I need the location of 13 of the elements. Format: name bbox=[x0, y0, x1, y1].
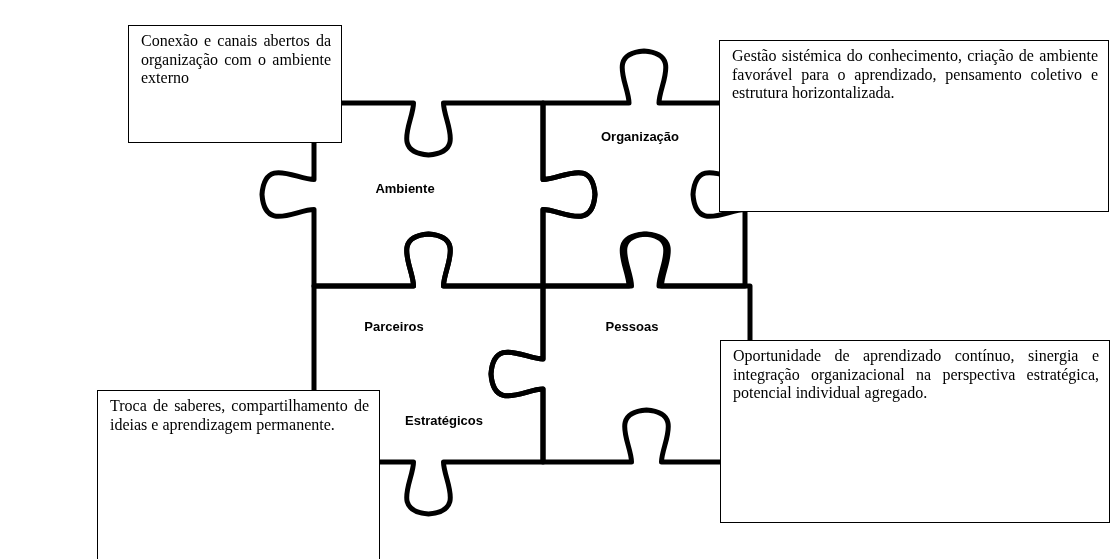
callout-box bbox=[97, 390, 380, 559]
piece-label: Parceiros bbox=[364, 318, 424, 334]
piece-label: Ambiente bbox=[375, 180, 435, 196]
callout-text: Gestão sistémica do conhecimento, criação de ambiente favorável para o aprendizado, pensamento coletivo e estrutura horizontalizada. bbox=[732, 47, 1098, 103]
callout-text: Troca de saberes, compartilhamento de ideias e aprendizagem permanente. bbox=[110, 397, 369, 434]
callout-box bbox=[720, 340, 1110, 523]
callout-box bbox=[719, 40, 1109, 212]
piece-label: Organização bbox=[601, 128, 679, 144]
piece-label: Pessoas bbox=[605, 318, 659, 334]
callout-text: Conexão e canais abertos da organização com o ambiente externo bbox=[141, 32, 331, 88]
callout-text: Oportunidade de aprendizado contínuo, sinergia e integração organizacional na perspectiva estratégica, potencial individual agregado. bbox=[733, 347, 1099, 403]
piece-label: Estratégicos bbox=[405, 412, 483, 428]
callout-box bbox=[128, 25, 342, 143]
